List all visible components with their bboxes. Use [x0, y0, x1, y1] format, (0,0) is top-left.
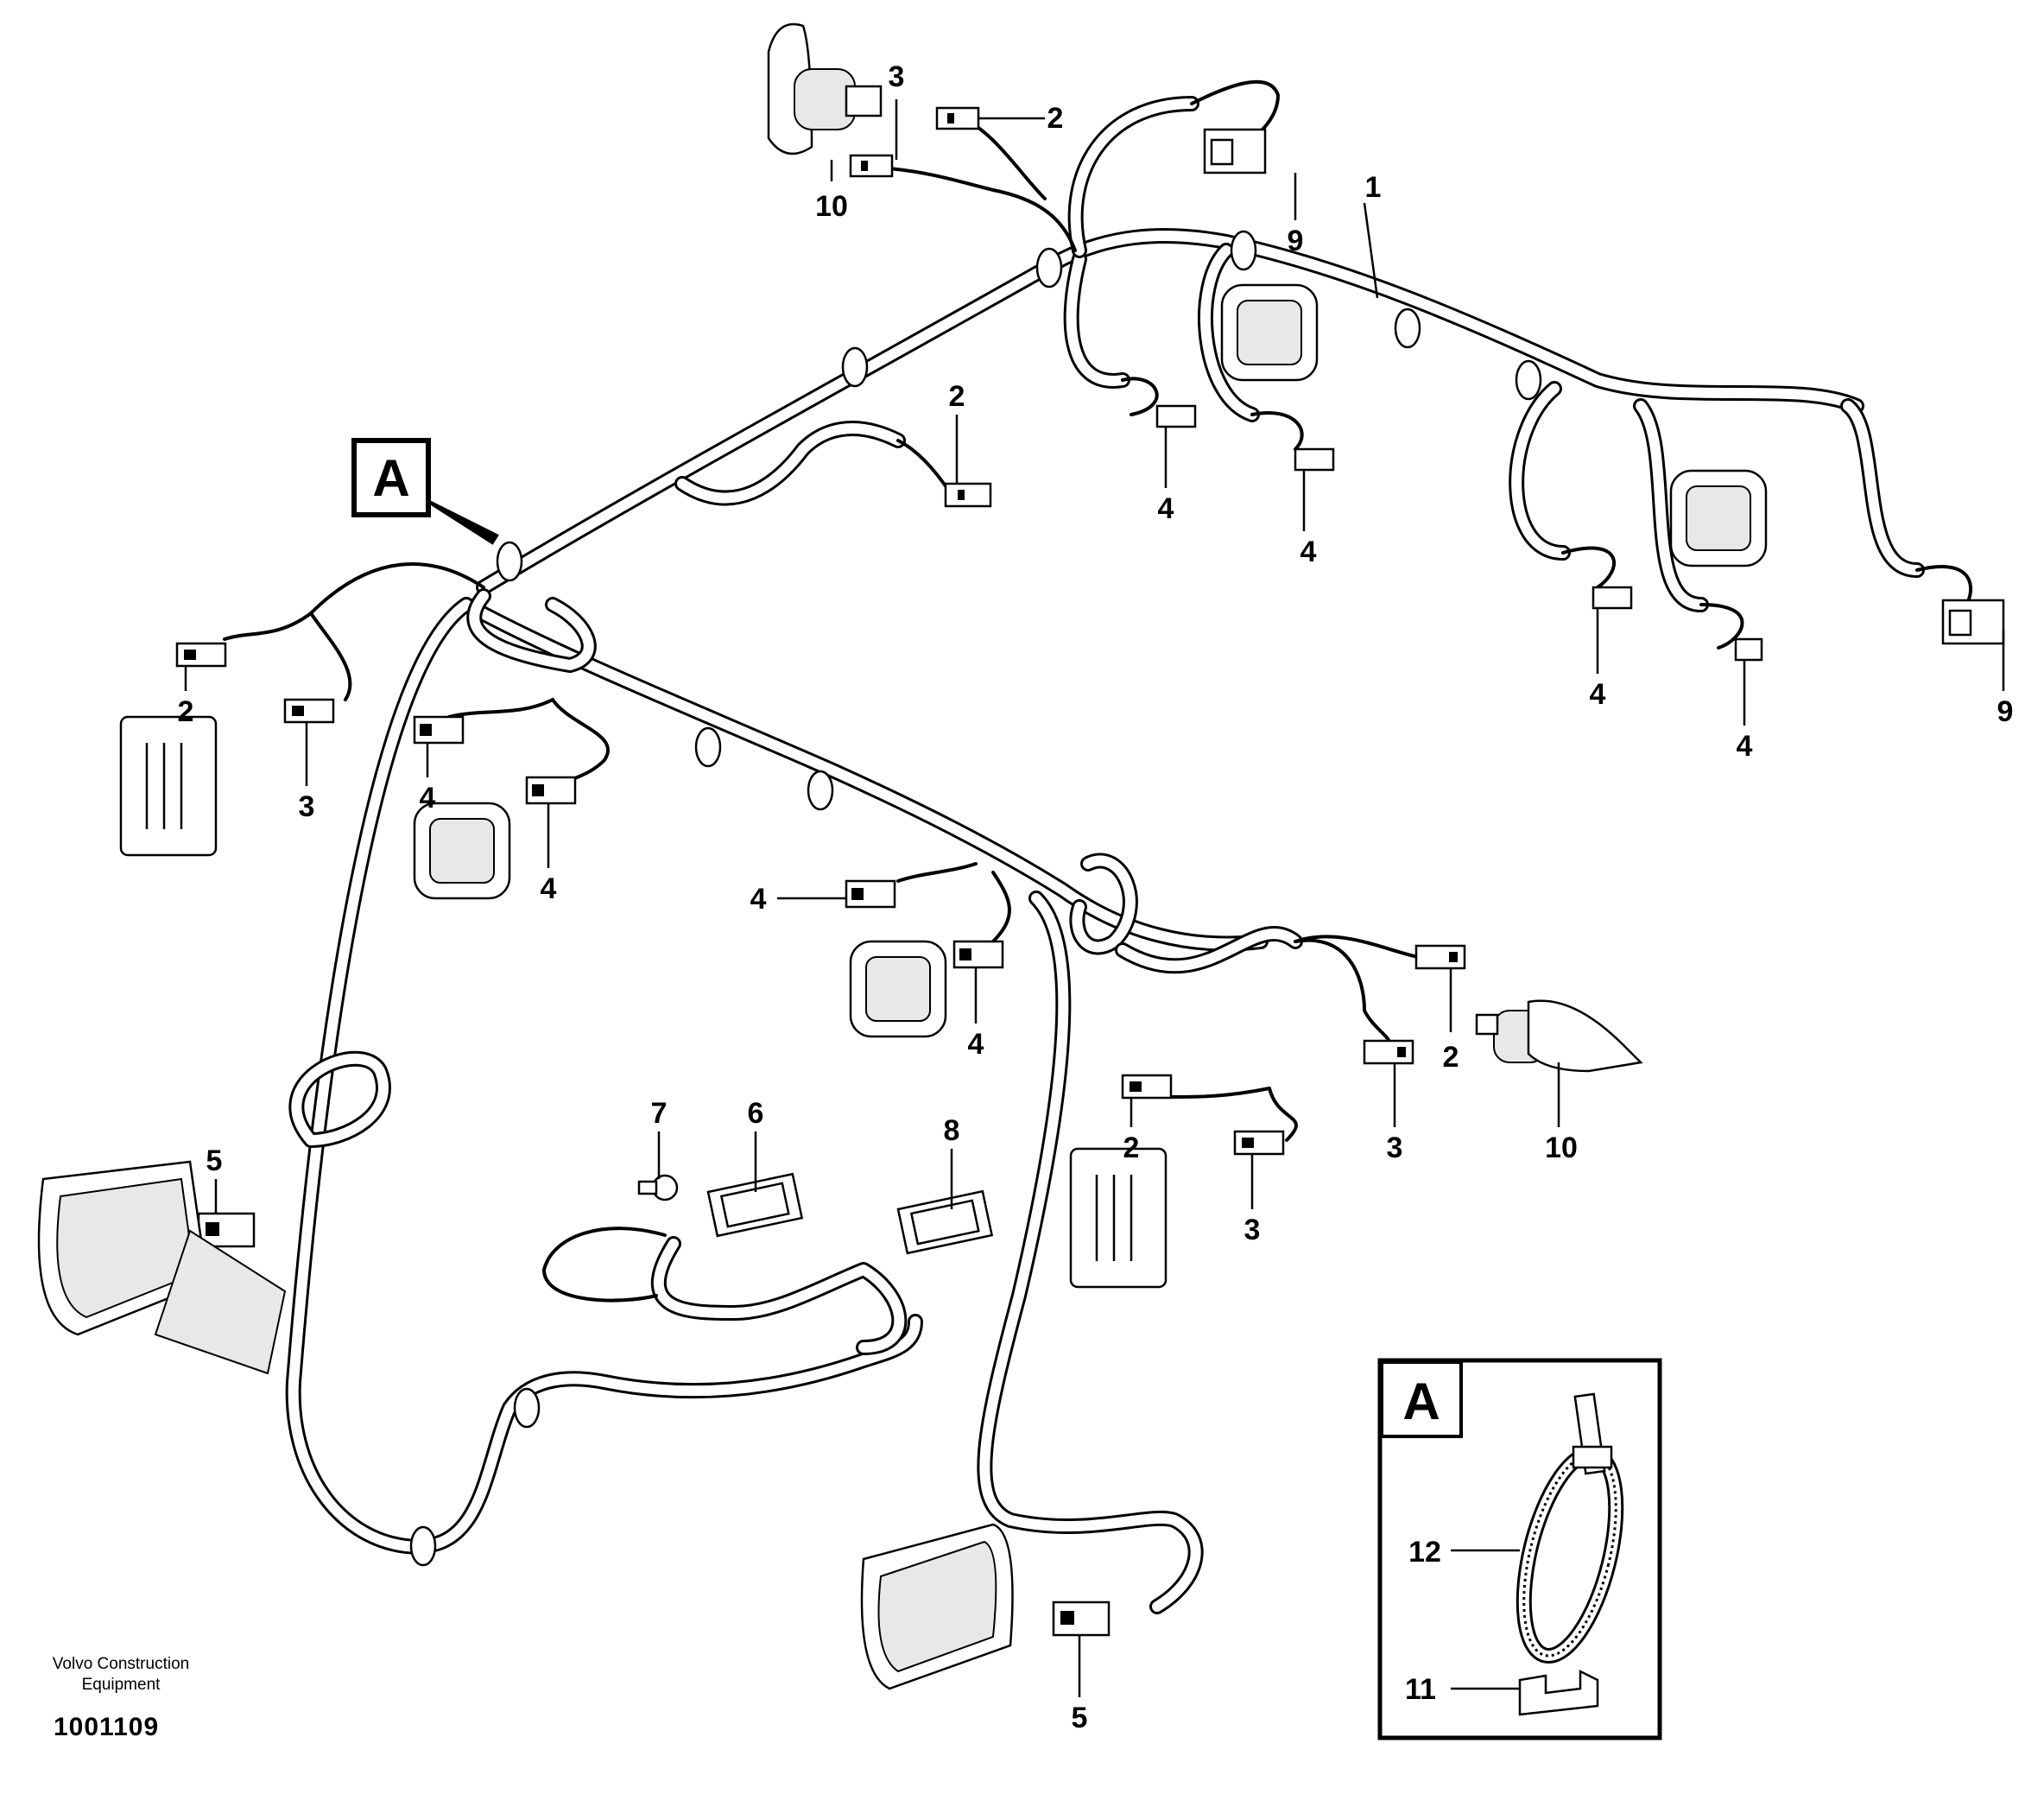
connector-4-left-a: [413, 715, 465, 745]
connector-5-bottom: [1052, 1601, 1111, 1637]
connector-4-mid-b: [952, 940, 1004, 969]
connector-4-a: [1155, 404, 1197, 428]
callout-9: 9: [1997, 695, 2014, 728]
main-harness: [285, 96, 1925, 1614]
marker-lamp-left: [119, 715, 218, 857]
callout-3: 3: [299, 790, 315, 823]
headlamp-bottom: [860, 1523, 1014, 1690]
callout-4: 4: [1158, 492, 1174, 525]
callout-8: 8: [944, 1114, 960, 1147]
callout-2: 2: [1123, 1132, 1140, 1164]
connector-2-left: [175, 642, 227, 668]
power-socket-right: [1475, 999, 1643, 1073]
callout-12: 12: [1408, 1536, 1441, 1569]
brand-label: Volvo Construction Equipment: [52, 1655, 190, 1694]
callout-11: 11: [1405, 1673, 1436, 1706]
connector-3-right-a: [1363, 1039, 1414, 1065]
work-lamp-top-a: [1220, 283, 1319, 382]
ring-terminal-7: [637, 1174, 679, 1201]
callout-3: 3: [1244, 1214, 1261, 1246]
pigtail-wires: [223, 79, 1973, 1303]
callout-4: 4: [1737, 730, 1753, 763]
callout-4: 4: [420, 782, 436, 815]
callout-6: 6: [748, 1097, 764, 1130]
callout-2: 2: [1443, 1041, 1459, 1074]
callout-4: 4: [541, 872, 557, 905]
connector-8: [896, 1189, 994, 1255]
connector-9-top: [1203, 128, 1267, 174]
callout-1: 1: [1365, 171, 1382, 204]
connector-4-d: [1734, 637, 1763, 662]
connector-4-c: [1592, 586, 1633, 610]
connector-3-right-b: [1233, 1130, 1285, 1156]
connector-4-left-b: [525, 776, 577, 805]
callout-5: 5: [206, 1144, 223, 1177]
components: [37, 22, 1768, 1690]
power-socket-top: [767, 22, 883, 155]
marker-lamp-right: [1069, 1147, 1168, 1289]
inset-label: A: [1402, 1372, 1440, 1430]
connector-9-right: [1941, 599, 2005, 645]
callout-4: 4: [1300, 536, 1317, 568]
inset-detail-a: A: [1377, 1358, 1662, 1740]
callout-3: 3: [889, 60, 905, 93]
callout-10: 10: [815, 190, 848, 223]
callout-5: 5: [1072, 1702, 1088, 1734]
connector-2-upper: [944, 482, 992, 508]
callout-3: 3: [1387, 1132, 1403, 1164]
callout-4: 4: [1590, 678, 1606, 711]
detail-marker-letter: A: [372, 449, 409, 507]
connectors: [175, 106, 2005, 1637]
work-lamp-mid: [849, 940, 947, 1038]
detail-marker-a: A: [351, 438, 499, 545]
work-lamp-left: [413, 802, 511, 900]
work-lamp-top-b: [1669, 469, 1768, 567]
callout-2: 2: [1047, 102, 1064, 135]
callout-2: 2: [949, 380, 965, 413]
connector-2-top: [935, 106, 980, 130]
connector-2-right-b: [1121, 1074, 1173, 1100]
callout-4: 4: [968, 1028, 984, 1061]
connector-3-top: [849, 154, 894, 178]
connector-6: [706, 1172, 804, 1238]
connector-4-b: [1294, 447, 1335, 472]
headlamp-left: [37, 1160, 287, 1375]
cable-clip-icon: [1518, 1669, 1599, 1716]
leader-lines: [184, 99, 2005, 1697]
connector-2-right-a: [1414, 944, 1466, 970]
connector-5-left: [197, 1212, 256, 1248]
callout-7: 7: [651, 1097, 668, 1130]
drawing-number: 1001109: [54, 1713, 160, 1741]
cable-clips: [409, 230, 1542, 1567]
cable-tie-icon: [1516, 1392, 1624, 1664]
connector-4-mid-a: [845, 879, 896, 909]
callout-4: 4: [750, 883, 767, 916]
connector-3-left: [283, 698, 335, 724]
callout-numbers: 1 2 2 2 2 2 3 3 3 3 4 4 4 4 4 4 4 4 5 5 …: [178, 60, 2014, 1734]
callout-2: 2: [178, 695, 194, 728]
callout-10: 10: [1545, 1132, 1578, 1164]
callout-9: 9: [1288, 225, 1304, 257]
